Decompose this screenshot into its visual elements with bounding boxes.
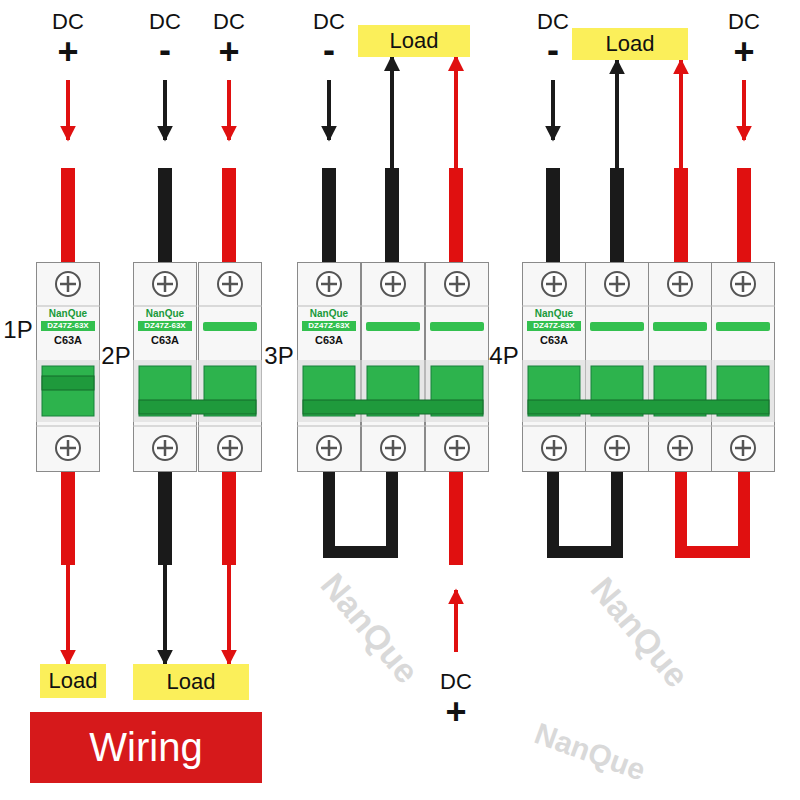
wire — [61, 168, 751, 262]
load-label: Load — [49, 668, 98, 694]
wire-arrow — [66, 472, 70, 664]
pole-count: 1P — [3, 318, 32, 342]
brand-label: NanQue — [522, 309, 586, 319]
polarity-sign: - — [323, 32, 335, 68]
rating-label: C63A — [522, 335, 586, 346]
dc-label: DC — [728, 11, 760, 33]
wire-arrow — [615, 60, 619, 262]
wire-arrow — [390, 57, 394, 263]
title-text: Wiring — [89, 725, 202, 770]
model-label: DZ47Z-63X — [302, 321, 356, 331]
wire-arrow — [227, 472, 231, 664]
dc-label: DC — [313, 11, 345, 33]
watermark: NanQue — [531, 718, 649, 786]
circuit-breaker: NanQueDZ47Z-63X C63A — [36, 262, 100, 472]
breaker-module — [36, 263, 775, 472]
polarity-sign: + — [733, 34, 754, 70]
wire-arrow — [679, 60, 683, 262]
model-label: DZ47Z-63X — [41, 321, 95, 331]
brand-label: NanQue — [133, 309, 197, 319]
rating-label: C63A — [133, 335, 197, 346]
polarity-sign: - — [159, 32, 171, 68]
pole-count: 2P — [101, 344, 130, 368]
load-box: Load — [572, 28, 688, 60]
supply-arrow — [68, 80, 744, 652]
polarity-sign: + — [218, 34, 239, 70]
rating-label: C63A — [297, 335, 361, 346]
load-box: Load — [133, 664, 249, 700]
load-label: Load — [167, 669, 216, 695]
load-label: Load — [390, 28, 439, 54]
circuit-breaker: NanQueDZ47Z-63X C63A — [133, 262, 262, 472]
dc-label: DC — [537, 11, 569, 33]
rating-label: C63A — [36, 335, 100, 346]
circuit-breaker: NanQueDZ47Z-63X C63A — [522, 262, 775, 472]
polarity-sign: - — [547, 32, 559, 68]
wire-arrow — [163, 472, 167, 664]
load-box: Load — [358, 25, 470, 57]
polarity-sign: + — [57, 34, 78, 70]
dc-label: DC — [213, 11, 245, 33]
load-box: Load — [40, 664, 106, 698]
pole-count: 3P — [264, 344, 293, 368]
load-label: Load — [606, 31, 655, 57]
dc-label: DC — [440, 671, 472, 693]
circuit-breaker: NanQueDZ47Z-63X C63A — [297, 262, 489, 472]
pole-count: 4P — [489, 344, 518, 368]
watermark: NanQue — [315, 567, 425, 689]
dc-label: DC — [149, 11, 181, 33]
dc-label: DC — [52, 11, 84, 33]
polarity-sign: + — [445, 694, 466, 730]
brand-label: NanQue — [297, 309, 361, 319]
model-label: DZ47Z-63X — [527, 321, 581, 331]
model-label: DZ47Z-63X — [138, 321, 192, 331]
title-box: Wiring — [30, 712, 262, 783]
wire-arrow — [454, 57, 458, 263]
brand-label: NanQue — [36, 309, 100, 319]
watermark: NanQue — [585, 571, 695, 693]
